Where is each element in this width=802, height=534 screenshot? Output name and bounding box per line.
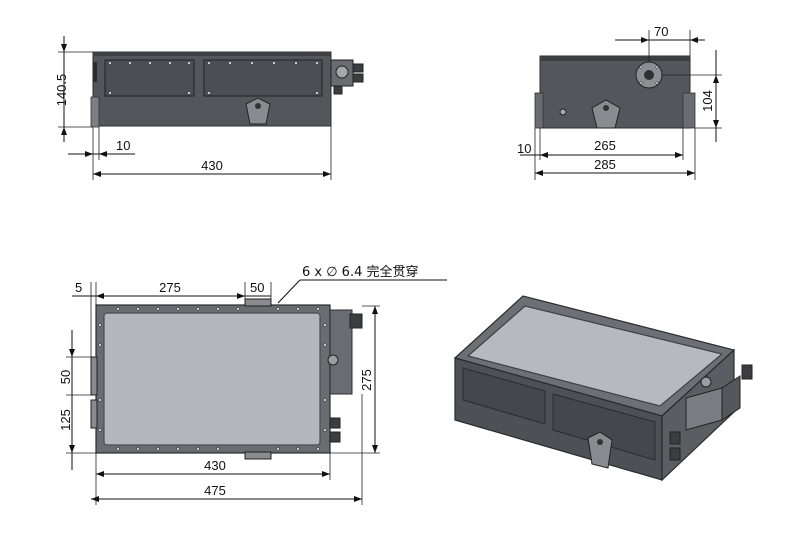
bottom-hinge-icon bbox=[244, 451, 272, 460]
front-width-dim: 430 bbox=[201, 158, 223, 173]
front-view-panel-right bbox=[203, 59, 323, 97]
side-offset-dim: 10 bbox=[517, 141, 531, 156]
side-offset-125-dim: 125 bbox=[58, 409, 73, 431]
front-height-dim: 140.5 bbox=[54, 74, 69, 107]
front-offset-dim: 10 bbox=[116, 138, 130, 153]
top-view-connector-housing bbox=[329, 309, 353, 395]
iso-top-plate bbox=[466, 305, 724, 407]
top-hinge-icon bbox=[244, 298, 272, 307]
side-connector-dim: 70 bbox=[654, 24, 668, 39]
top-view-plate bbox=[103, 312, 321, 446]
side-inner-width-dim: 265 bbox=[594, 138, 616, 153]
front-view-latch-icon bbox=[245, 97, 271, 125]
top-edge-offset-dim: 5 bbox=[75, 280, 82, 295]
iso-connector-icon bbox=[700, 376, 712, 388]
isometric-view bbox=[453, 295, 753, 482]
front-view-panel-left bbox=[104, 59, 195, 97]
top-hole-span-dim: 275 bbox=[159, 280, 181, 295]
top-overall-width-dim: 475 bbox=[204, 483, 226, 498]
front-view: 140.5 10 430 bbox=[54, 36, 364, 180]
side-width-dim: 285 bbox=[594, 157, 616, 172]
hole-callout-note: 6 x ∅ 6.4 完全贯穿 bbox=[302, 264, 419, 280]
side-view-latch-icon bbox=[591, 99, 621, 129]
top-hole-pitch-dim: 50 bbox=[250, 280, 264, 295]
top-width-dim: 430 bbox=[204, 458, 226, 473]
top-view-connector-icon bbox=[327, 354, 339, 366]
side-pitch-dim: 50 bbox=[58, 370, 73, 384]
side-height-dim: 104 bbox=[700, 90, 715, 112]
iso-latch-icon bbox=[587, 431, 613, 469]
connector-icon bbox=[335, 65, 349, 79]
top-view: 5 275 50 6 x ∅ 6.4 完全贯穿 50 125 275 bbox=[58, 264, 447, 505]
top-depth-dim: 275 bbox=[359, 369, 374, 391]
side-view: 70 104 10 265 285 bbox=[517, 24, 722, 180]
